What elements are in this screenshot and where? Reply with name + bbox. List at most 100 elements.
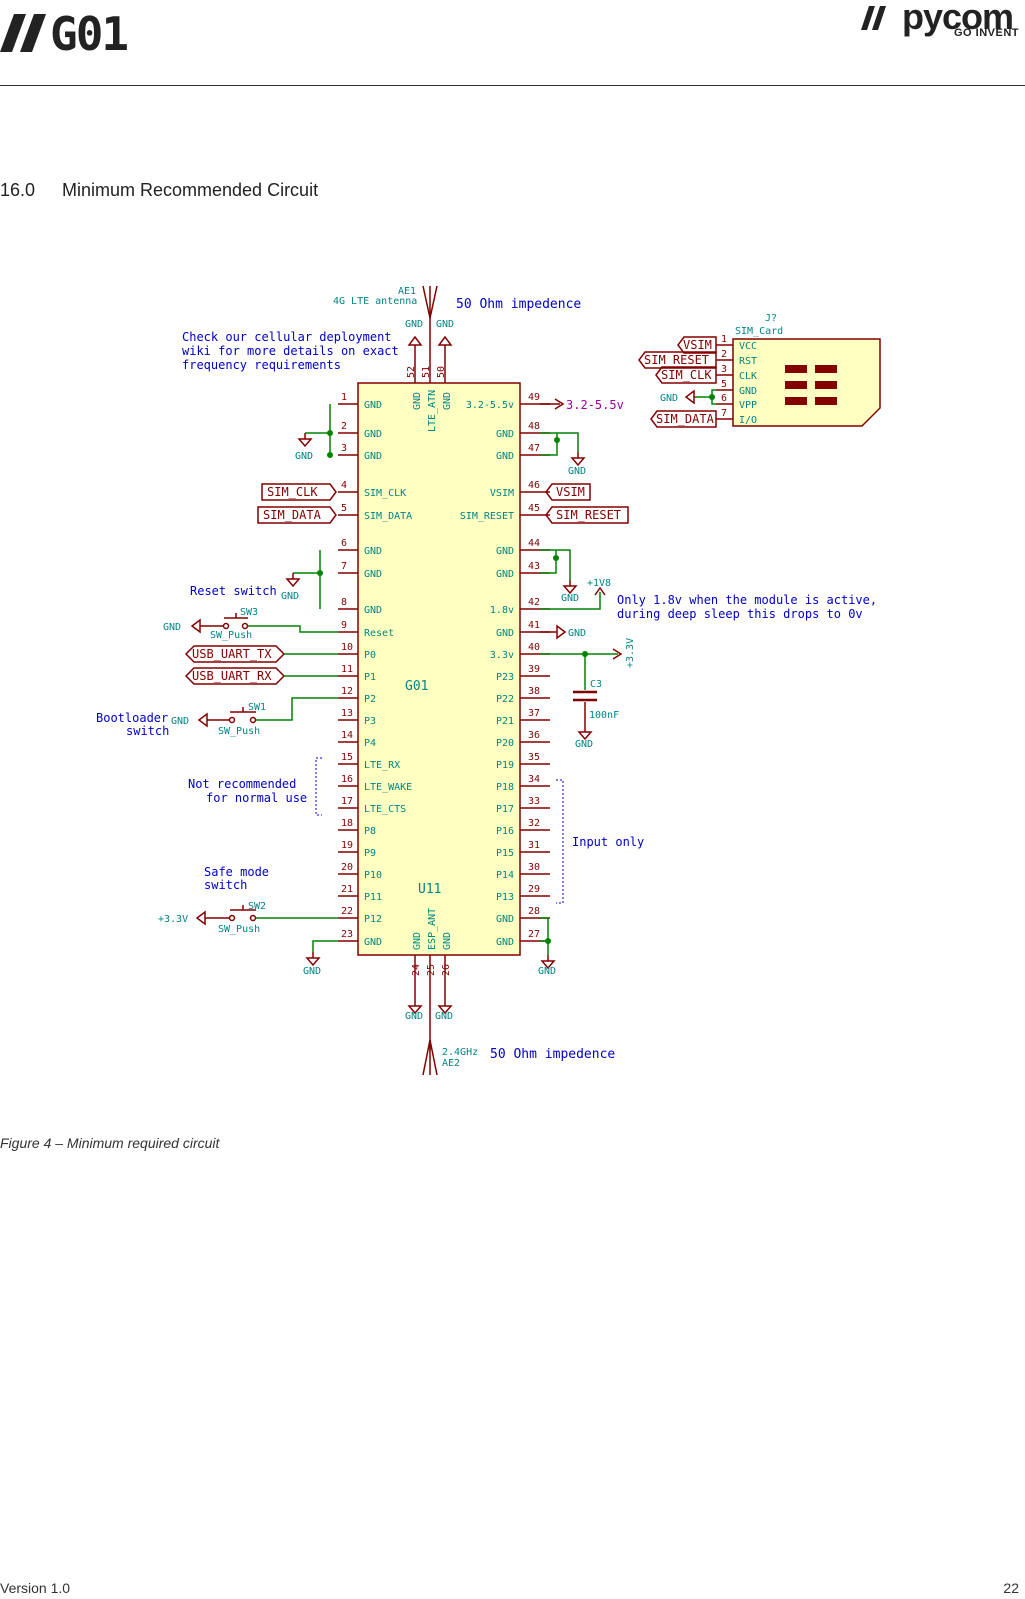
reset-switch-note: Reset switch [190,584,277,598]
safe-switch-value: SW_Push [218,924,260,935]
antenna-bottom-ref: AE2 [442,1058,460,1069]
left-pin-number: 1 [341,392,347,403]
pycom-tagline: GO INVENT [953,27,1019,39]
g01-logo: G01 [0,7,170,61]
right-pin-number: 30 [528,862,540,873]
safe-switch-supply: +3.3V [158,914,188,925]
antenna-top-ref: AE1 [398,286,416,297]
right-pin-name: P18 [496,782,514,793]
gnd-label-pins-43-44: GND [561,593,579,604]
right-pin-number: 34 [528,774,540,785]
gnd-label-capacitor: GND [575,739,593,750]
left-pin-name: LTE_CTS [364,804,406,815]
left-pin-name: GND [364,605,382,616]
left-pin-number: 14 [341,730,353,741]
right-pin-name: P17 [496,804,514,815]
left-pin-name: P4 [364,738,376,749]
boot-switch-note-1: Bootloader [96,711,168,725]
sim-pin-number: 7 [721,408,727,419]
left-pin-name: GND [364,546,382,557]
left-pin-name: GND [364,400,382,411]
left-pin-number: 4 [341,480,347,491]
right-pin-name: P19 [496,760,514,771]
gnd-label-pins-1-3: GND [295,451,313,462]
left-pin-number: 5 [341,503,347,514]
left-pin-number: 6 [341,538,347,549]
right-pin-name: P15 [496,848,514,859]
left-pin-name: GND [364,451,382,462]
right-pin-name: GND [496,451,514,462]
gnd-label-pin-41: GND [568,628,586,639]
sim-pin-name: CLK [739,371,757,382]
v18-note-1: Only 1.8v when the module is active, [617,593,877,607]
right-pin-name: GND [496,569,514,580]
left-pin-number: 12 [341,686,353,697]
g01-logo-text: G01 [50,8,127,54]
left-pin-number: 7 [341,561,347,572]
right-pin-number: 41 [528,620,540,631]
right-pin-number: 38 [528,686,540,697]
v18-note-2: during deep sleep this drops to 0v [617,607,863,621]
left-pin-number: 18 [341,818,353,829]
right-pin-number: 37 [528,708,540,719]
g01-logo-mark: G01 [0,7,129,61]
left-pin-number: 23 [341,929,353,940]
sim-pin-name: GND [739,386,757,397]
v33-label: +3.3V [625,638,636,668]
not-recommended-note-1: Not recommended [188,777,296,791]
pin-num-25: 25 [426,964,437,976]
antenna-bottom-impedance: 50 Ohm impedence [490,1047,615,1062]
right-pin-number: 31 [528,840,540,851]
right-pin-name: SIM_RESET [460,511,514,522]
right-wiring: 3.2-5.5v GND VSIM SIM_RESET GND +1V8 Onl… [538,398,877,977]
footer-page-number: 22 [1003,1580,1019,1596]
sim-pin-name: I/O [739,415,757,426]
left-pin-name: SIM_DATA [364,511,412,522]
right-pin-number: 42 [528,597,540,608]
gnd-label-pins-47-48: GND [568,466,586,477]
right-pin-number: 35 [528,752,540,763]
figure-caption: Figure 4 – Minimum required circuit [0,1135,220,1151]
sim-pin-name: VCC [739,341,757,352]
net-label-sim-reset: SIM_RESET [556,508,621,522]
left-pin-number: 20 [341,862,353,873]
right-pin-name: P22 [496,694,514,705]
sim-net-reset: SIM_RESET [644,353,709,367]
left-pin-name: GND [364,429,382,440]
right-pin-name: P23 [496,672,514,683]
pin-num-26: 26 [441,964,452,976]
not-recommended-note-2: for normal use [206,791,307,805]
gnd-label-pins-27-28: GND [538,966,556,977]
pin-name-26: GND [442,932,453,950]
cellular-note-line-1: Check our cellular deployment [182,330,392,344]
right-pin-name: 3.3v [490,650,514,661]
left-pin-name: LTE_WAKE [364,782,412,793]
gnd-label-top-2: GND [436,319,454,330]
section-number: 16.0 [0,180,36,200]
sim-net-gnd: GND [660,393,678,404]
right-pin-number: 33 [528,796,540,807]
net-label-usb-rx: USB_UART_RX [192,669,272,683]
left-pin-name: P12 [364,914,382,925]
boot-switch-ref: SW1 [248,702,266,713]
section-title: Minimum Recommended Circuit [62,180,319,200]
footer-version: Version 1.0 [0,1580,71,1596]
reset-switch-ref: SW3 [240,607,258,618]
pin-name-50: GND [442,392,453,410]
sim-pin-number: 1 [721,334,727,345]
pycom-logo-text: pycom [901,0,1014,37]
right-pin-name: P13 [496,892,514,903]
vin-label: 3.2-5.5v [566,398,624,412]
left-pin-name: P3 [364,716,376,727]
pin-num-24: 24 [411,964,422,976]
right-pin-name: P16 [496,826,514,837]
cellular-note-line-3: frequency requirements [182,358,341,372]
left-pin-number: 10 [341,642,353,653]
left-pin-number: 15 [341,752,353,763]
left-pin-name: LTE_RX [364,760,400,771]
boot-switch-value: SW_Push [218,726,260,737]
right-pin-name: GND [496,429,514,440]
sim-net-data: SIM_DATA [656,412,715,426]
ic-body [357,382,521,956]
